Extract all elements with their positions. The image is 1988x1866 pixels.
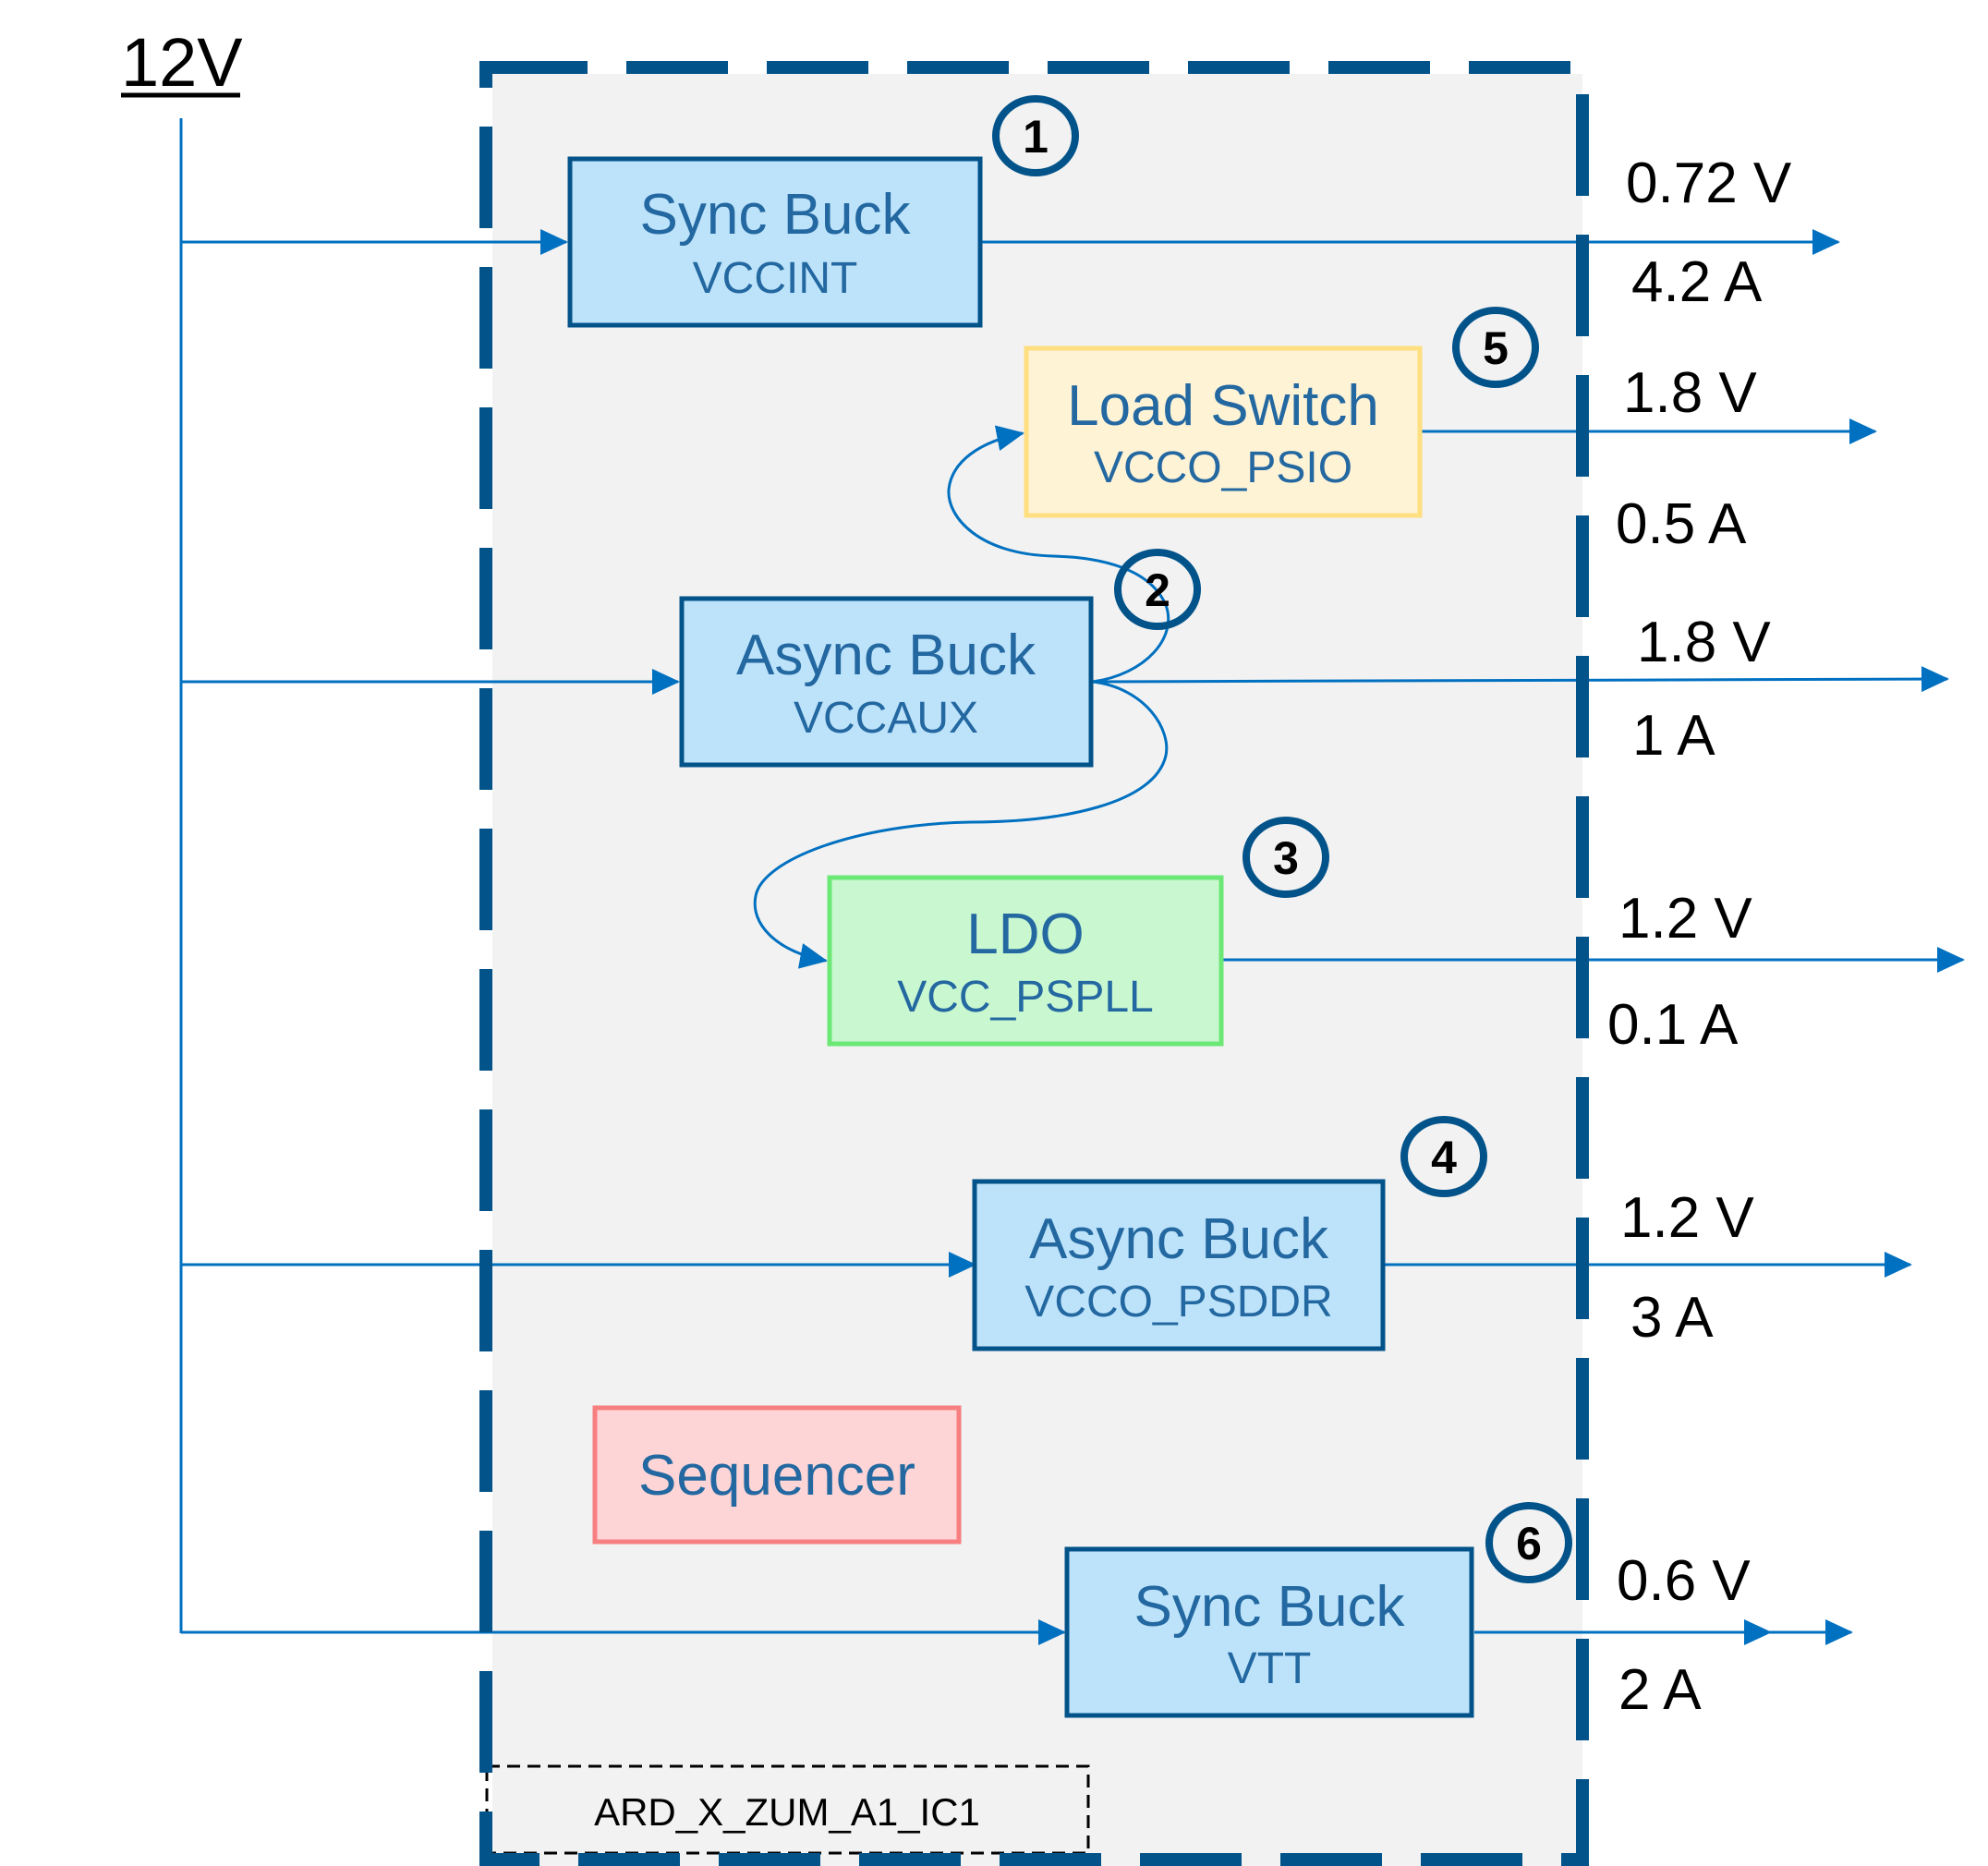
- block-subtitle: VCCO_PSIO: [1094, 443, 1352, 492]
- sequence-badge-1: 1: [992, 95, 1079, 176]
- output-labels: 0.72 V 4.2 A 1.8 V 0.5 A 1.8 V 1 A 1.2 V…: [1607, 151, 1792, 1722]
- output-current-vccint: 4.2 A: [1631, 250, 1763, 314]
- block-title: Sync Buck: [640, 183, 912, 247]
- output-voltage-vccaux: 1.8 V: [1637, 611, 1771, 674]
- block-subtitle: VCCINT: [693, 254, 858, 303]
- output-current-vccaux: 1 A: [1632, 704, 1715, 768]
- input-rail-label: 12V: [121, 24, 243, 101]
- sequence-badge-2: 2: [1114, 549, 1201, 630]
- block-title: Sync Buck: [1134, 1575, 1406, 1639]
- svg-text:5: 5: [1483, 322, 1509, 374]
- ic-frame-border: [479, 61, 1589, 1866]
- block-ldo-vcc-pspll[interactable]: LDO VCC_PSPLL: [827, 875, 1224, 1047]
- ic-label: ARD_X_ZUM_A1_IC1: [594, 1790, 980, 1834]
- block-load-switch-vcco-psio[interactable]: Load Switch VCCO_PSIO: [1024, 345, 1423, 518]
- svg-text:3: 3: [1273, 832, 1299, 884]
- output-current-vcc-pspll: 0.1 A: [1607, 993, 1739, 1057]
- block-subtitle: VCCO_PSDDR: [1024, 1278, 1332, 1327]
- svg-text:1: 1: [1023, 111, 1049, 163]
- cascade-vccaux-to-vcco-psio: [947, 425, 1170, 684]
- svg-text:4: 4: [1431, 1132, 1457, 1183]
- output-current-vcco-psddr: 3 A: [1630, 1286, 1714, 1350]
- block-subtitle: VTT: [1228, 1644, 1312, 1693]
- sequencer-label: Sequencer: [638, 1444, 915, 1508]
- output-voltage-vcc-pspll: 1.2 V: [1618, 887, 1752, 951]
- output-voltage-vtt: 0.6 V: [1617, 1549, 1751, 1613]
- svg-text:2: 2: [1145, 564, 1170, 616]
- block-title: Load Switch: [1067, 374, 1379, 438]
- block-title: Async Buck: [1029, 1207, 1329, 1271]
- svg-text:6: 6: [1516, 1518, 1542, 1569]
- block-async-buck-vcco-psddr[interactable]: Async Buck VCCO_PSDDR: [972, 1179, 1386, 1351]
- output-current-vcco-psio: 0.5 A: [1616, 492, 1747, 556]
- output-voltage-vccint: 0.72 V: [1626, 151, 1792, 215]
- output-voltage-vcco-psddr: 1.2 V: [1620, 1186, 1754, 1250]
- block-title: Async Buck: [736, 624, 1036, 687]
- block-title: LDO: [966, 903, 1084, 966]
- block-subtitle: VCCAUX: [794, 694, 978, 743]
- output-voltage-vcco-psio: 1.8 V: [1623, 361, 1757, 425]
- block-subtitle: VCC_PSPLL: [897, 973, 1153, 1022]
- sequence-badge-4: 4: [1400, 1116, 1487, 1197]
- block-async-buck-vccaux[interactable]: Async Buck VCCAUX: [679, 596, 1094, 768]
- output-current-vtt: 2 A: [1618, 1658, 1702, 1722]
- sequence-badge-3: 3: [1242, 817, 1329, 898]
- sequence-badge-6: 6: [1485, 1502, 1572, 1583]
- block-sync-buck-vtt[interactable]: Sync Buck VTT: [1064, 1546, 1474, 1718]
- ic-label-box: ARD_X_ZUM_A1_IC1: [485, 1764, 1090, 1855]
- sequence-badge-5: 5: [1452, 307, 1539, 388]
- block-sequencer[interactable]: Sequencer: [592, 1405, 962, 1545]
- block-sync-buck-vccint[interactable]: Sync Buck VCCINT: [567, 156, 983, 328]
- output-vccaux: [1092, 666, 1949, 693]
- cascade-vccaux-to-vcc-pspll: [753, 680, 1169, 969]
